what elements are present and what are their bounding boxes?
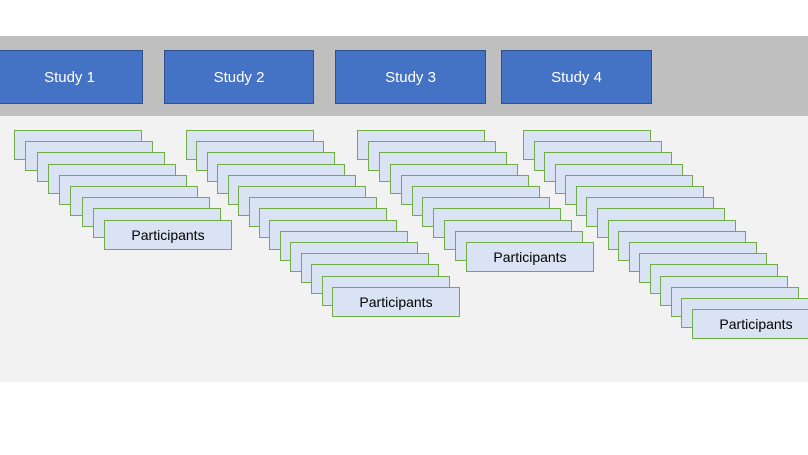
study-1-box: Study 1 — [0, 50, 143, 104]
study-2-box: Study 2 — [164, 50, 314, 104]
study-2-participants-card: Participants — [332, 286, 460, 317]
study-4-participants-card: Participants — [692, 309, 808, 340]
study-3-participants-card: Participants — [466, 242, 594, 272]
study-3-box: Study 3 — [335, 50, 486, 104]
study-4-box: Study 4 — [501, 50, 652, 104]
study-1-participants-card: Participants — [104, 219, 232, 250]
